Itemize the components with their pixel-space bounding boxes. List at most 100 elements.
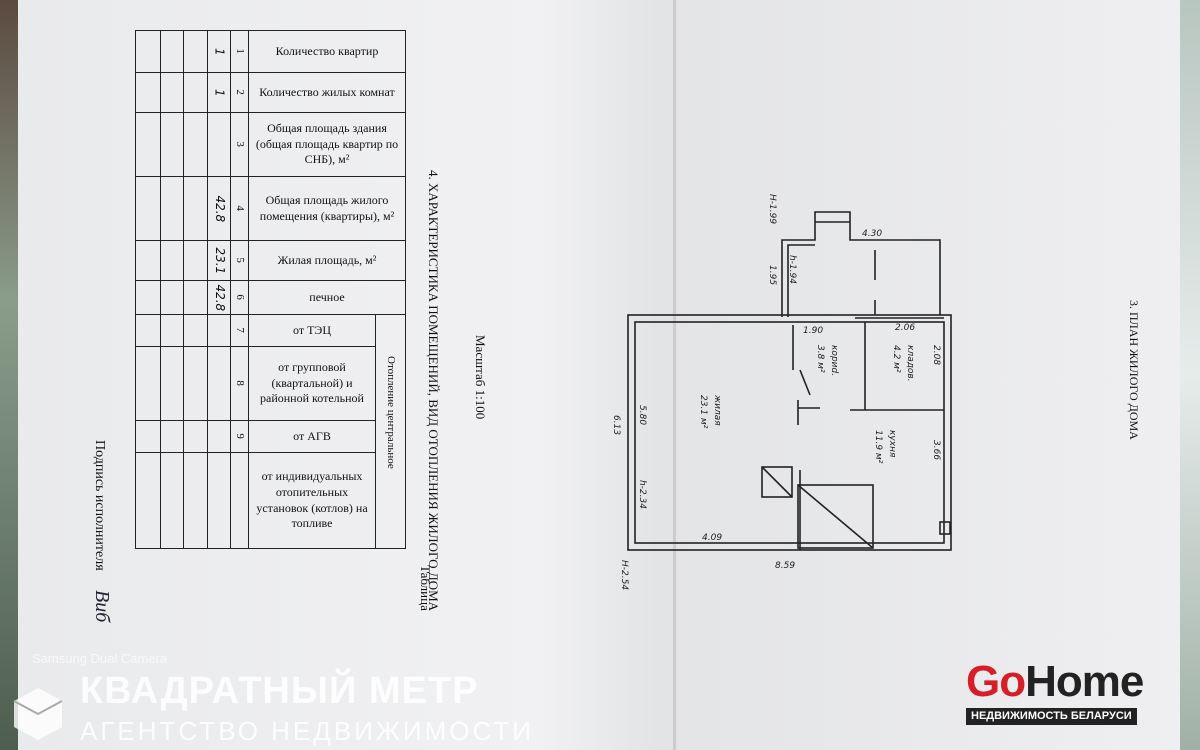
- table-value: 1: [207, 30, 231, 73]
- floor-plan: Н-1.99 h-1.94 1.95 4.30 1.90 2.06 2.08 3…: [611, 194, 952, 590]
- table-value: [207, 314, 231, 347]
- row-number-text: 5: [233, 257, 246, 264]
- table-cell-empty: [135, 30, 161, 73]
- dim-label: 4.09: [702, 533, 722, 543]
- dim-label: h-1.94: [787, 255, 797, 284]
- room-name: кориd.: [829, 345, 839, 376]
- row-number: 7: [230, 314, 249, 347]
- table-value: 42.8: [207, 176, 231, 241]
- table-cell-empty: [183, 452, 208, 549]
- document-sheet: [18, 0, 1180, 750]
- row-label: Общая площадь жилого помещения (квартиры…: [248, 176, 406, 241]
- dim-label: 1.95: [767, 265, 777, 285]
- row-number: [230, 452, 249, 549]
- table-value: [207, 346, 231, 421]
- row-label: от индивидуальных отопительных установок…: [248, 452, 376, 549]
- dim-label: 2.06: [895, 323, 915, 333]
- section3-title: 3. ПЛАН ЖИЛОГО ДОМА: [1127, 300, 1141, 440]
- table-value: 23.1: [207, 240, 231, 281]
- row-number: 9: [230, 420, 249, 453]
- table-cell-empty: [160, 30, 184, 73]
- paper-fold: [673, 0, 676, 750]
- agency-logo-icon: [13, 688, 63, 740]
- table-cell-empty: [160, 240, 184, 281]
- table-cell-empty: [160, 112, 184, 177]
- table-cell-empty: [183, 240, 208, 281]
- room-name: кухня: [887, 430, 897, 458]
- table-cell-empty: [183, 346, 208, 421]
- table-cell-empty: [135, 72, 161, 113]
- row-label: Количество квартир: [248, 30, 406, 73]
- row-label: Количество жилых комнат: [248, 72, 406, 113]
- table-cell-empty: [183, 314, 208, 347]
- table-cell-empty: [135, 420, 161, 453]
- table-label: Таблица: [418, 565, 433, 611]
- heating-group-cell: [375, 314, 406, 549]
- row-number: 6: [230, 280, 249, 315]
- value-text: 1: [212, 88, 227, 97]
- row-label: от АГВ: [248, 420, 376, 453]
- table-cell-empty: [183, 280, 208, 315]
- camera-watermark: Samsung Dual Camera: [32, 651, 168, 666]
- row-label: печное: [248, 280, 406, 315]
- agency-sub-watermark: АГЕНТСТВО НЕДВИЖИМОСТИ: [80, 716, 534, 746]
- gohome-tagline: НЕДВИЖИМОСТЬ БЕЛАРУСИ: [966, 708, 1137, 726]
- signature-label: Подпись исполнителя: [92, 440, 107, 571]
- row-number-text: 2: [233, 89, 246, 96]
- table-cell-empty: [135, 280, 161, 315]
- table-cell-empty: [160, 280, 184, 315]
- row-number: 1: [230, 30, 249, 73]
- value-text: 23.1: [212, 247, 227, 274]
- dim-label: 1.90: [803, 326, 823, 336]
- value-text: 42.8: [212, 195, 227, 222]
- table-value: 1: [207, 72, 231, 113]
- row-number-text: 9: [233, 433, 246, 440]
- dim-label: Н-2.54: [619, 560, 629, 590]
- outer-wall: [627, 314, 952, 551]
- room-name: кладов.: [905, 345, 915, 382]
- row-label: от групповой (квартальной) и районной ко…: [248, 346, 376, 421]
- table-value: [207, 420, 231, 453]
- table-cell-empty: [135, 112, 161, 177]
- row-number: 4: [230, 176, 249, 241]
- room-name: жилая: [712, 394, 722, 426]
- dim-label: 5.80: [637, 405, 647, 425]
- row-label: Общая площадь здания (общая площадь квар…: [248, 112, 406, 177]
- table-cell-empty: [160, 72, 184, 113]
- table-cell-empty: [183, 112, 208, 177]
- dim-label: h-2.34: [637, 480, 647, 509]
- logo-home: Home: [1025, 657, 1144, 706]
- row-number: 8: [230, 346, 249, 421]
- table-value: 42.8: [207, 280, 231, 315]
- room-area: 4.2 м²: [891, 345, 901, 373]
- row-number: 3: [230, 112, 249, 177]
- dim-label: 8.59: [775, 561, 795, 571]
- room-area: 3.8 м²: [815, 345, 825, 373]
- dim-label: 2.08: [931, 345, 941, 365]
- table-cell-empty: [135, 452, 161, 549]
- dim-label: 6.13: [611, 415, 621, 435]
- table-cell-empty: [160, 314, 184, 347]
- heating-group-label: Отопление центральное: [385, 356, 397, 469]
- table-cell-empty: [135, 314, 161, 347]
- table-cell-empty: [160, 420, 184, 453]
- logo-go: Go: [966, 657, 1026, 706]
- table-cell-empty: [183, 72, 208, 113]
- row-number-text: 6: [233, 294, 246, 301]
- section4-title: 4. ХАРАКТЕРИСТИКА ПОМЕЩЕНИЙ, ВИД ОТОПЛЕН…: [426, 170, 441, 612]
- table-cell-empty: [160, 176, 184, 241]
- row-label: Жилая площадь, м²: [248, 240, 406, 281]
- dim-label: 3.66: [931, 440, 941, 460]
- dim-label: Н-1.99: [767, 194, 777, 224]
- table-cell-empty: [135, 346, 161, 421]
- table-value: [207, 112, 231, 177]
- row-number-text: 1: [233, 48, 246, 55]
- row-number-text: 4: [233, 205, 246, 212]
- table-cell-empty: [160, 452, 184, 549]
- table-cell-empty: [183, 30, 208, 73]
- gohome-logo: GoHome: [966, 657, 1144, 706]
- stove: [761, 466, 793, 498]
- room-area: 11.9 м²: [873, 430, 883, 464]
- room-area: 23.1 м²: [698, 395, 708, 429]
- table-cell-empty: [183, 176, 208, 241]
